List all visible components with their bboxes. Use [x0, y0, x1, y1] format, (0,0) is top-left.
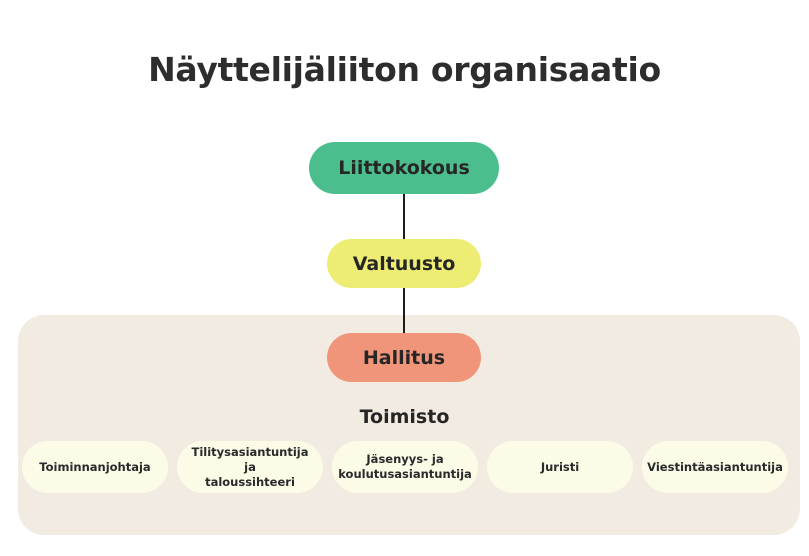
node-hallitus[interactable]: Hallitus: [327, 333, 481, 382]
node-liittokokous[interactable]: Liittokokous: [309, 142, 499, 194]
office-heading: Toimisto: [359, 406, 450, 428]
staff-chip-toiminnanjohtaja[interactable]: Toiminnanjohtaja: [22, 441, 168, 493]
page-title: Näyttelijäliiton organisaatio: [148, 50, 661, 89]
connector-assembly-to-council: [403, 193, 405, 239]
staff-chip-viestintaasiantuntija[interactable]: Viestintäasiantuntija: [642, 441, 788, 493]
staff-chip-row: Toiminnanjohtaja Tilitysasiantuntija ja …: [22, 441, 788, 493]
node-valtuusto[interactable]: Valtuusto: [327, 239, 481, 288]
staff-chip-jasenyys-koulutusasiantuntija[interactable]: Jäsenyys- ja koulutusasiantuntija: [332, 441, 478, 493]
staff-chip-tilitysasiantuntija[interactable]: Tilitysasiantuntija ja taloussihteeri: [177, 441, 323, 493]
connector-council-to-board: [403, 287, 405, 334]
staff-chip-juristi[interactable]: Juristi: [487, 441, 633, 493]
